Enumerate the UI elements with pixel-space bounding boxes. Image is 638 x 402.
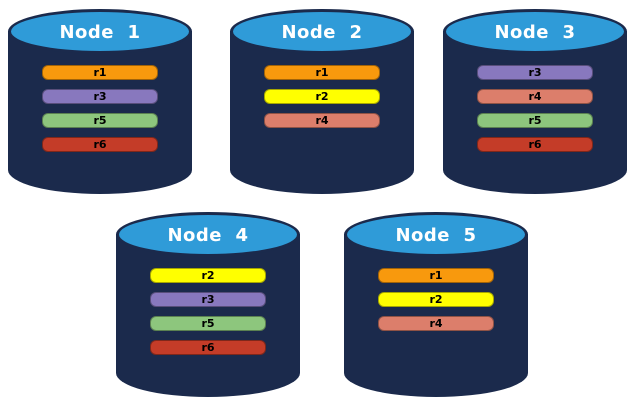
- cylinder-top-ellipse: Node 2: [230, 9, 414, 54]
- cylinder-body: [443, 31, 627, 194]
- replica-label: r2: [429, 293, 443, 306]
- replica-label: r5: [201, 317, 215, 330]
- node-title: Node 5: [395, 224, 477, 246]
- replica-label: r4: [315, 114, 329, 127]
- node-2-cylinder: Node 2 r1 r2 r4: [230, 9, 414, 194]
- replica-label: r3: [528, 66, 542, 79]
- replica-label: r2: [201, 269, 215, 282]
- node-1-cylinder: Node 1 r1 r3 r5 r6: [8, 9, 192, 194]
- replica-label: r1: [315, 66, 329, 79]
- replica-label: r3: [93, 90, 107, 103]
- cylinder-top-ellipse: Node 5: [344, 212, 528, 257]
- node-title: Node 4: [167, 224, 249, 246]
- replica-label: r1: [429, 269, 443, 282]
- cylinder-body: [344, 234, 528, 397]
- node-5-cylinder: Node 5 r1 r2 r4: [344, 212, 528, 397]
- cylinder-top-ellipse: Node 4: [116, 212, 300, 257]
- node-title: Node 3: [494, 21, 576, 43]
- replica-bar-r4: r4: [477, 89, 593, 104]
- replica-label: r6: [528, 138, 542, 151]
- replica-bar-r1: r1: [378, 268, 494, 283]
- replica-list: r1 r2 r4: [378, 268, 494, 340]
- replica-bar-r6: r6: [150, 340, 266, 355]
- replica-bar-r5: r5: [477, 113, 593, 128]
- replica-bar-r6: r6: [477, 137, 593, 152]
- replica-label: r5: [93, 114, 107, 127]
- cylinder-top-ellipse: Node 1: [8, 9, 192, 54]
- replica-label: r6: [93, 138, 107, 151]
- replica-list: r1 r3 r5 r6: [42, 65, 158, 161]
- replica-bar-r1: r1: [42, 65, 158, 80]
- replica-bar-r3: r3: [42, 89, 158, 104]
- replica-bar-r2: r2: [378, 292, 494, 307]
- replica-bar-r3: r3: [150, 292, 266, 307]
- replica-label: r5: [528, 114, 542, 127]
- cylinder-body: [116, 234, 300, 397]
- node-title: Node 1: [59, 21, 141, 43]
- replica-label: r3: [201, 293, 215, 306]
- replica-label: r2: [315, 90, 329, 103]
- node-4-cylinder: Node 4 r2 r3 r5 r6: [116, 212, 300, 397]
- replica-bar-r3: r3: [477, 65, 593, 80]
- replica-bar-r6: r6: [42, 137, 158, 152]
- replica-list: r1 r2 r4: [264, 65, 380, 137]
- replica-bar-r4: r4: [378, 316, 494, 331]
- cylinder-top-ellipse: Node 3: [443, 9, 627, 54]
- replica-label: r6: [201, 341, 215, 354]
- node-title: Node 2: [281, 21, 363, 43]
- replica-bar-r2: r2: [150, 268, 266, 283]
- node-3-cylinder: Node 3 r3 r4 r5 r6: [443, 9, 627, 194]
- replica-bar-r2: r2: [264, 89, 380, 104]
- cylinder-body: [230, 31, 414, 194]
- cylinder-body: [8, 31, 192, 194]
- replica-list: r2 r3 r5 r6: [150, 268, 266, 364]
- replica-bar-r5: r5: [150, 316, 266, 331]
- replica-bar-r4: r4: [264, 113, 380, 128]
- replica-label: r4: [429, 317, 443, 330]
- replica-label: r4: [528, 90, 542, 103]
- replica-label: r1: [93, 66, 107, 79]
- replica-bar-r5: r5: [42, 113, 158, 128]
- replica-bar-r1: r1: [264, 65, 380, 80]
- replica-list: r3 r4 r5 r6: [477, 65, 593, 161]
